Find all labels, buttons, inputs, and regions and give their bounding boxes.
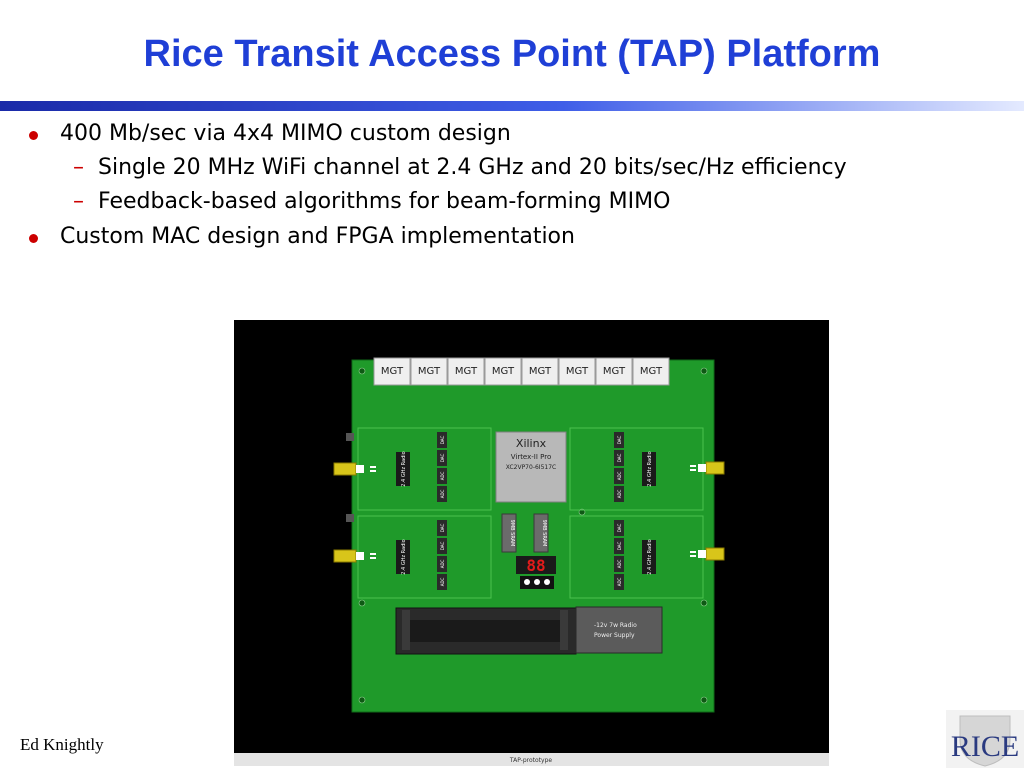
mgt-label: MGT <box>566 366 589 377</box>
svg-text:-12v 7w Radio: -12v 7w Radio <box>594 622 637 629</box>
radio-label: 2.4 GHz Radio <box>401 451 407 486</box>
converter-label: DAC <box>617 542 622 551</box>
pcb-board <box>351 359 715 713</box>
board-diagram: TAP-prototype MGT MGT MGT MGT MGT MGT MGT MGT <box>234 320 829 766</box>
radio-module <box>396 540 410 574</box>
converter-chip <box>437 468 447 484</box>
slide-title: Rice Transit Access Point (TAP) Platform <box>143 33 881 75</box>
radio-power-supply: -12v 7w Radio Power Supply <box>575 606 663 654</box>
converter-chip <box>614 520 624 536</box>
bullet-item: 400 Mb/sec via 4x4 MIMO custom design <box>60 121 511 146</box>
bullet-dot <box>29 131 38 140</box>
title-divider <box>0 101 1024 111</box>
converter-label: DAC <box>440 542 445 551</box>
fpga-part: XC2VP70-6I517C <box>506 464 556 471</box>
converter-chip <box>437 432 447 448</box>
fpga-chip: Xilinx Virtex-II Pro XC2VP70-6I517C <box>495 431 567 503</box>
converter-label: ADC <box>617 489 622 498</box>
sma-connector-right-top <box>698 461 725 475</box>
mgt-connector <box>632 357 670 386</box>
mgt-label: MGT <box>492 366 515 377</box>
converter-chip <box>437 486 447 502</box>
expansion-slot <box>395 607 577 655</box>
svg-text:9MB SRAM: 9MB SRAM <box>541 520 547 547</box>
bullet-dot <box>29 234 38 243</box>
converter-chip <box>614 538 624 554</box>
converter-chip <box>437 538 447 554</box>
svg-text:88: 88 <box>526 556 545 575</box>
converter-label: ADC <box>440 559 445 568</box>
converter-label: DAC <box>617 524 622 533</box>
converter-label: ADC <box>617 577 622 586</box>
caption-bar <box>234 753 829 766</box>
radio-module <box>642 540 656 574</box>
radio-module <box>396 452 410 486</box>
mgt-label: MGT <box>381 366 404 377</box>
mgt-connector <box>410 357 448 386</box>
converter-chip <box>437 556 447 572</box>
converter-label: ADC <box>440 471 445 480</box>
sram-chip-1: 9MB SRAM <box>501 513 517 553</box>
sma-connector-right-bottom <box>698 547 725 561</box>
mgt-connector <box>447 357 485 386</box>
converter-chip <box>614 468 624 484</box>
seven-segment-display: 88 <box>516 556 556 589</box>
fpga-model: Virtex-II Pro <box>511 453 552 461</box>
mgt-label: MGT <box>640 366 663 377</box>
mgt-label: MGT <box>603 366 626 377</box>
converter-label: ADC <box>617 471 622 480</box>
converter-label: ADC <box>440 577 445 586</box>
sma-connector-left-bottom <box>333 514 364 563</box>
converter-chip <box>614 556 624 572</box>
mgt-connector-row: MGT MGT MGT MGT MGT MGT MGT MGT <box>373 357 670 386</box>
converter-label: DAC <box>617 454 622 463</box>
mgt-label: MGT <box>455 366 478 377</box>
converter-chip <box>614 486 624 502</box>
svg-text:Power Supply: Power Supply <box>594 632 635 639</box>
converter-chip <box>437 450 447 466</box>
radio-module <box>642 452 656 486</box>
mgt-label: MGT <box>529 366 552 377</box>
mgt-connector <box>373 357 411 386</box>
converter-label: DAC <box>617 436 622 445</box>
converter-label: DAC <box>440 524 445 533</box>
mgt-connector <box>521 357 559 386</box>
sub-bullet-dash: – <box>73 189 84 214</box>
converter-label: ADC <box>617 559 622 568</box>
mgt-connector <box>595 357 633 386</box>
sub-bullet-item: Feedback-based algorithms for beam-formi… <box>98 189 671 214</box>
converter-chip <box>437 574 447 590</box>
mgt-label: MGT <box>418 366 441 377</box>
logo-text: RICE <box>950 730 1020 763</box>
rice-logo: RICE <box>946 710 1024 768</box>
fpga-name: Xilinx <box>516 437 547 450</box>
board-photo: TAP-prototype MGT MGT MGT MGT MGT MGT MGT MGT <box>234 320 829 766</box>
converter-chip <box>614 450 624 466</box>
radio-label: 2.4 GHz Radio <box>647 451 653 486</box>
sram-chip-2: 9MB SRAM <box>533 513 549 553</box>
converter-label: DAC <box>440 454 445 463</box>
converter-label: DAC <box>440 436 445 445</box>
converter-label: ADC <box>440 489 445 498</box>
mgt-connector <box>484 357 522 386</box>
sub-bullet-dash: – <box>73 155 84 180</box>
converter-chip <box>614 432 624 448</box>
converter-chip <box>614 574 624 590</box>
sub-bullet-item: Single 20 MHz WiFi channel at 2.4 GHz an… <box>98 155 847 180</box>
radio-label: 2.4 GHz Radio <box>647 539 653 574</box>
radio-label: 2.4 GHz Radio <box>401 539 407 574</box>
sma-connector-left-top <box>333 433 364 476</box>
bullet-item: Custom MAC design and FPGA implementatio… <box>60 224 575 249</box>
caption-text: TAP-prototype <box>509 757 553 764</box>
svg-text:9MB SRAM: 9MB SRAM <box>509 520 515 547</box>
author-name: Ed Knightly <box>20 735 104 754</box>
converter-chip <box>437 520 447 536</box>
mgt-connector <box>558 357 596 386</box>
